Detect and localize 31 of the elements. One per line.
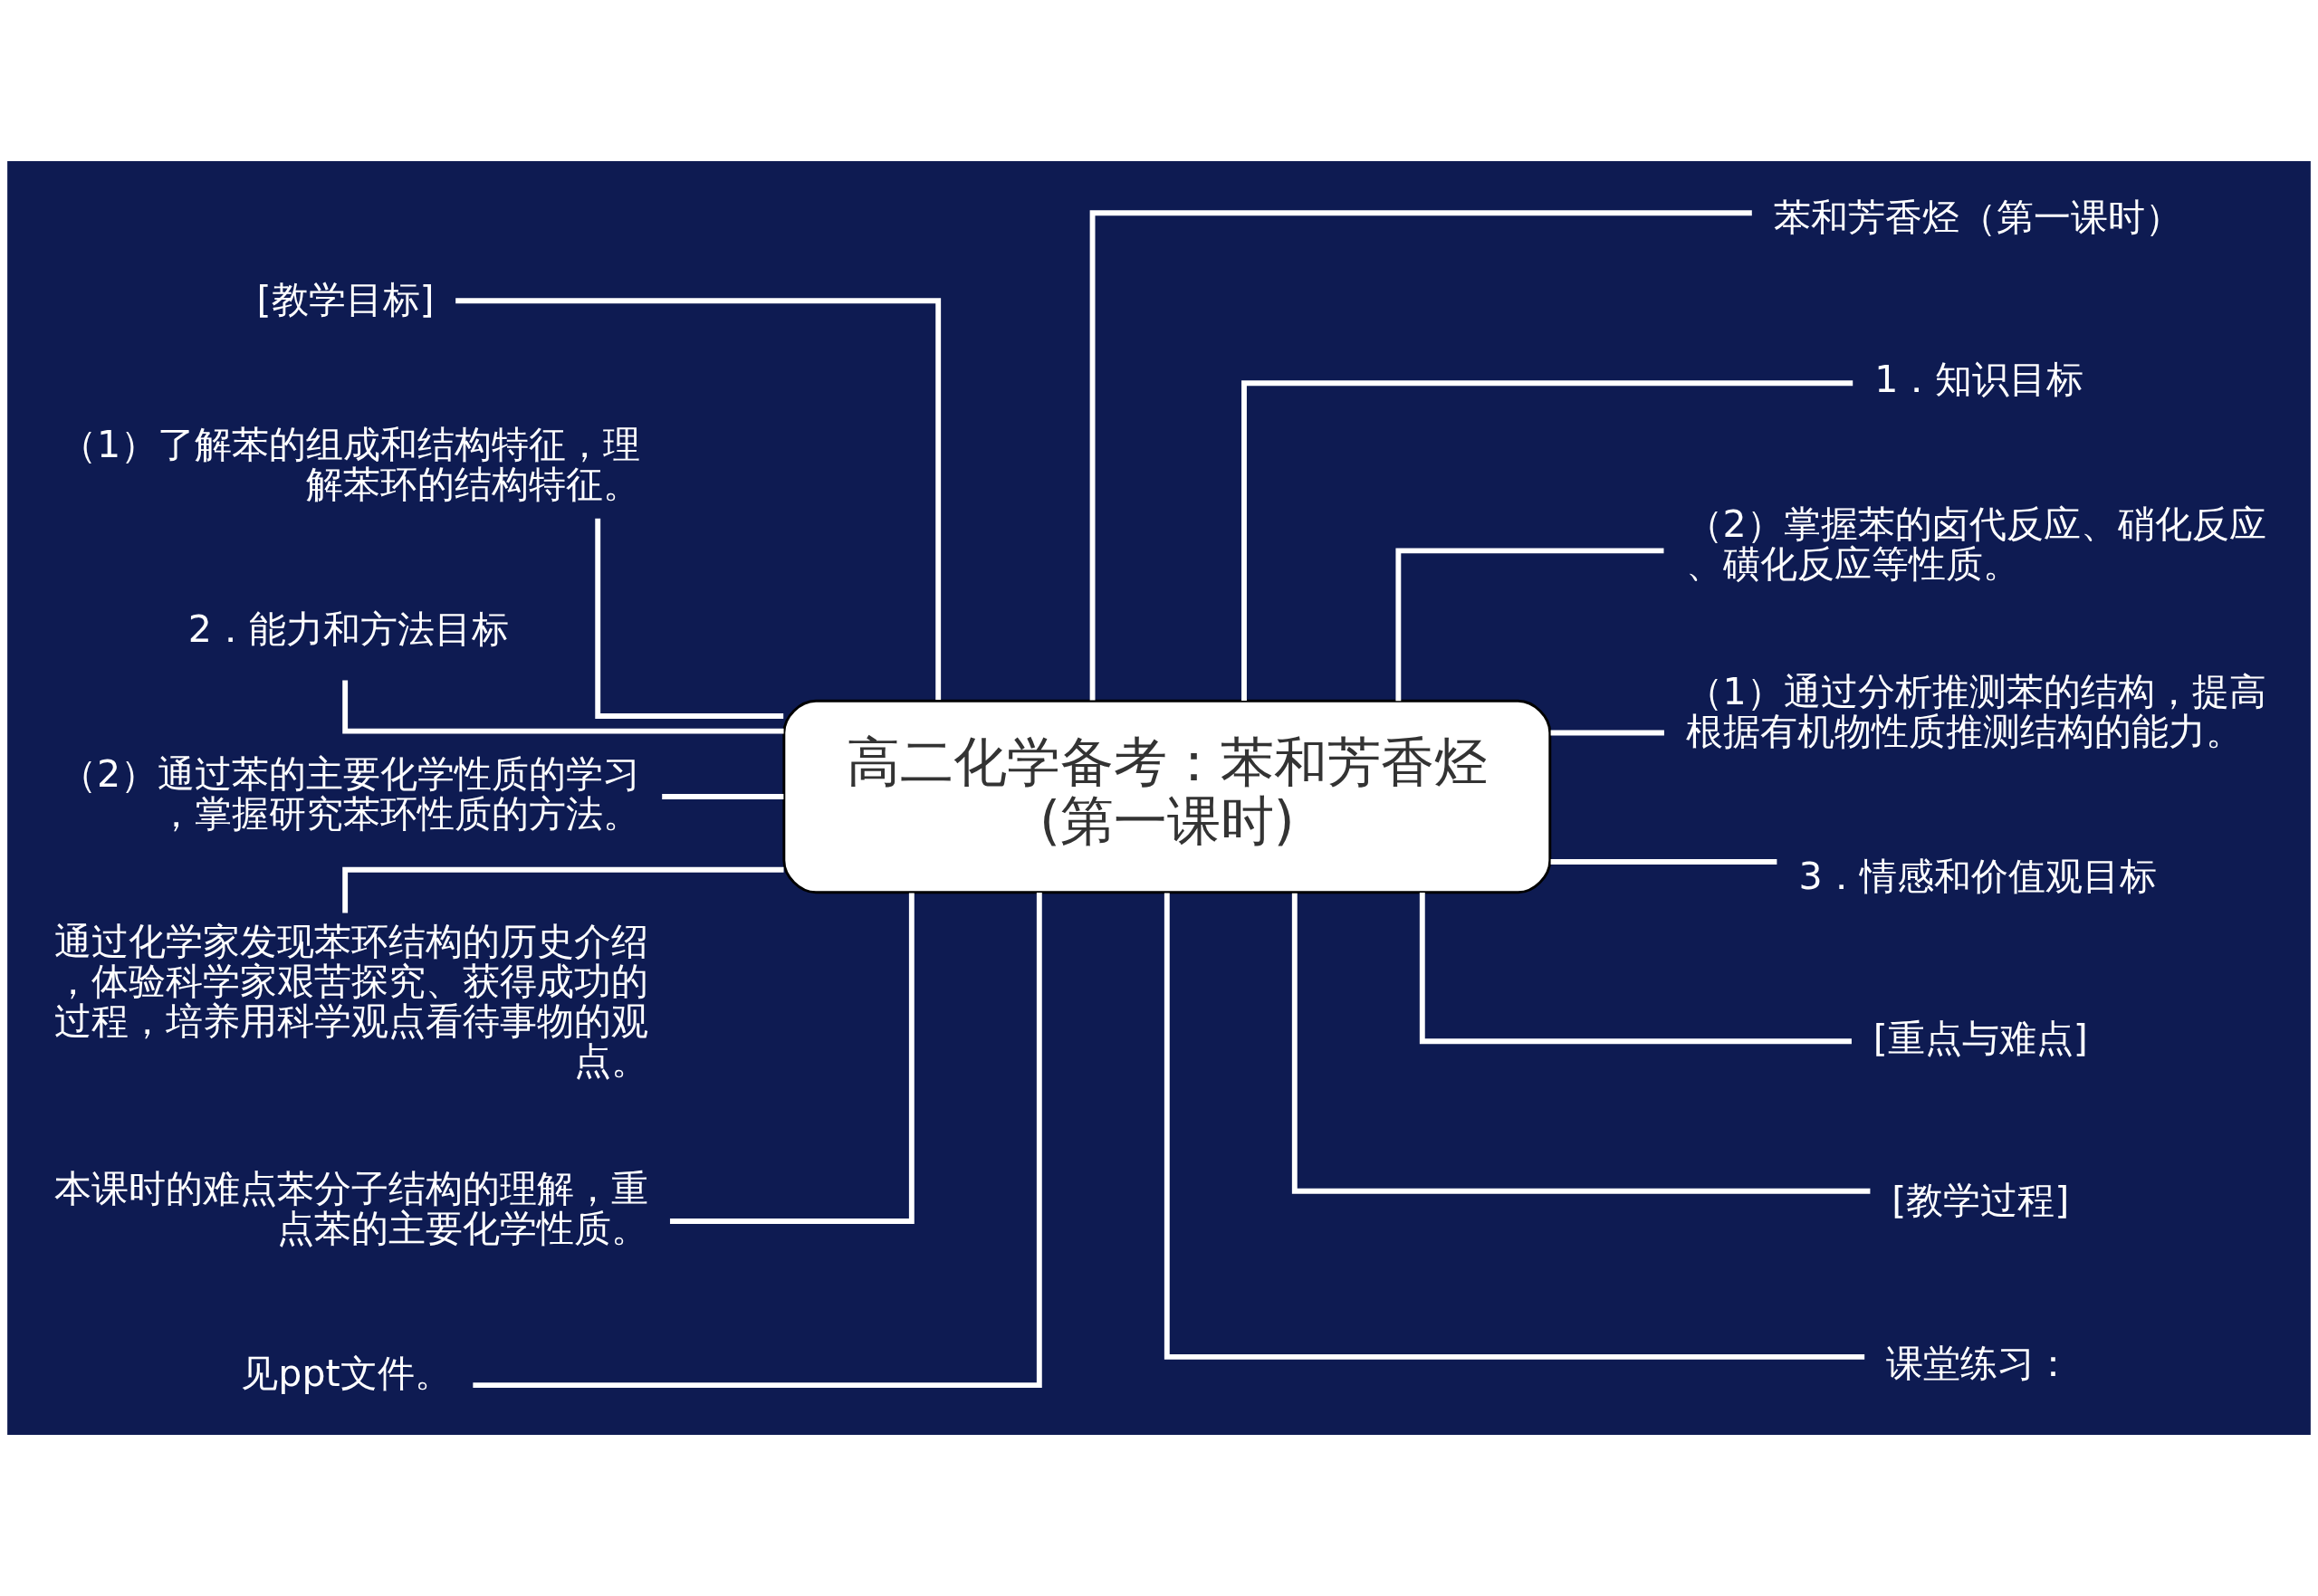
connector xyxy=(342,866,784,913)
connector xyxy=(473,892,1042,1389)
node-text: [教学目标] xyxy=(256,277,435,321)
connector xyxy=(1550,730,1664,736)
node-text: [教学过程] xyxy=(1892,1179,2070,1223)
node-text: 3．情感和价值观目标 xyxy=(1798,854,2157,898)
node-text: （2）掌握苯的卤代反应、硝化反应、磺化反应等性质。 xyxy=(1685,502,2266,586)
node-text: 见ppt文件。 xyxy=(241,1352,452,1396)
connector xyxy=(1291,893,1871,1194)
connector xyxy=(342,680,784,734)
node-text: 1．知识目标 xyxy=(1874,357,2084,401)
connector xyxy=(1550,859,1777,865)
node-text: [重点与难点] xyxy=(1873,1017,2088,1061)
connector xyxy=(1164,893,1865,1360)
connector xyxy=(455,298,942,701)
connector xyxy=(1089,210,1752,701)
node-box: 高二化学备考：苯和芳香烃(第一课时) xyxy=(782,699,1552,894)
node-text: 2．能力和方法目标 xyxy=(187,607,509,651)
connector xyxy=(662,794,784,799)
node-text: 苯和芳香烃（第一课时） xyxy=(1773,195,2182,239)
node-text: （1）通过分析推测苯的结构，提高根据有机物性质推测结构的能力。 xyxy=(1685,669,2266,753)
connector xyxy=(595,518,784,719)
node-text: 通过化学家发现苯环结构的历史介绍，体验科学家艰苦探究、获得成功的过程，培养用科学观点看待事物的观点。 xyxy=(54,919,649,1084)
connector xyxy=(669,893,915,1224)
node-text: （2）通过苯的主要化学性质的学习，掌握研究苯环性质的方法。 xyxy=(60,751,641,836)
node-text: （1）了解苯的组成和结构特征，理解苯环的结构特征。 xyxy=(60,422,641,506)
connector xyxy=(1419,893,1852,1045)
node-text: 本课时的难点苯分子结构的理解，重点苯的主要化学性质。 xyxy=(54,1167,649,1251)
connector xyxy=(1395,548,1664,702)
node-text: 课堂练习： xyxy=(1886,1341,2073,1385)
connector xyxy=(1241,380,1853,702)
